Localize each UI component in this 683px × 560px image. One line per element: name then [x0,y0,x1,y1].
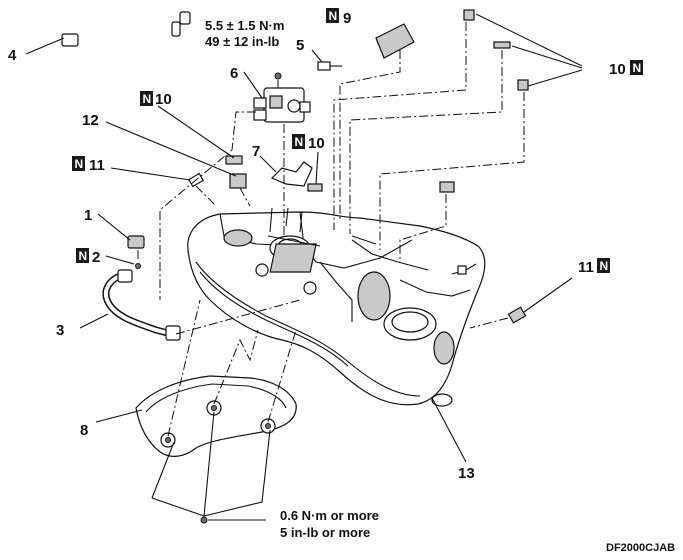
callout-11-a: 11 [89,157,105,174]
badge-n-11-b: N [597,258,610,273]
badge-n-2: N [76,248,89,263]
bracket-7 [270,161,313,187]
heat-protector [135,375,297,457]
bolt-bottom [200,516,208,524]
callout-8: 8 [80,422,88,439]
callout-13: 13 [458,465,475,482]
clips-10 [225,9,529,193]
svg-text:N: N [79,249,88,263]
sender-line [451,263,477,275]
callout-10-a: 10 [155,91,172,108]
callout-11-b: 11 [578,259,594,276]
callout-labels: 4 6 5 12 10 11 7 10 9 10 1 2 3 11 8 13 [8,10,626,482]
callout-1: 1 [84,207,92,224]
fuel-hose-3 [102,269,181,341]
valve-assembly [253,87,311,123]
torque-top-line2: 49 ± 12 in-lb [205,34,279,49]
badge-n-11-a: N [72,156,85,171]
badge-n-10-c: N [630,60,643,75]
svg-text:N: N [75,157,84,171]
fuel-tank [187,207,486,407]
callout-4: 4 [8,47,17,64]
connector-1 [127,235,145,249]
svg-text:N: N [600,259,609,273]
badge-n-10-b: N [292,134,305,149]
torque-spec-top: 5.5 ± 1.5 N·m 49 ± 12 in-lb [205,18,284,49]
pad-9 [375,23,415,59]
callout-5: 5 [296,37,304,54]
callout-12: 12 [82,112,99,129]
callout-10-b: 10 [308,135,325,152]
svg-text:N: N [295,135,304,149]
figure-code: DF2000CJAB [606,542,675,554]
assembly-lines [137,22,525,437]
svg-text:N: N [143,92,152,106]
callout-6: 6 [230,65,238,82]
torque-bottom-line2: 5 in-lb or more [280,525,370,540]
callout-3: 3 [56,322,64,339]
svg-text:N: N [329,9,338,23]
badge-n-10-a: N [140,91,153,106]
torque-top-line1: 5.5 ± 1.5 N·m [205,18,284,33]
callout-10-c: 10 [609,61,626,78]
callout-2: 2 [92,249,100,266]
torque-bottom-line1: 0.6 N·m or more [280,508,379,523]
nut-torque [274,72,282,80]
svg-text:N: N [633,61,642,75]
torque-spec-bottom: 0.6 N·m or more 5 in-lb or more [280,508,379,540]
badge-n-9: N [326,8,339,23]
vapor-hose [61,11,191,47]
callout-7: 7 [252,143,260,160]
bolt-5 [317,61,342,71]
callout-9: 9 [343,10,351,27]
clip-12 [229,173,247,189]
washer-2 [135,263,141,269]
leader-lines [25,13,583,521]
n-badges: N N N N N N N [72,8,643,273]
